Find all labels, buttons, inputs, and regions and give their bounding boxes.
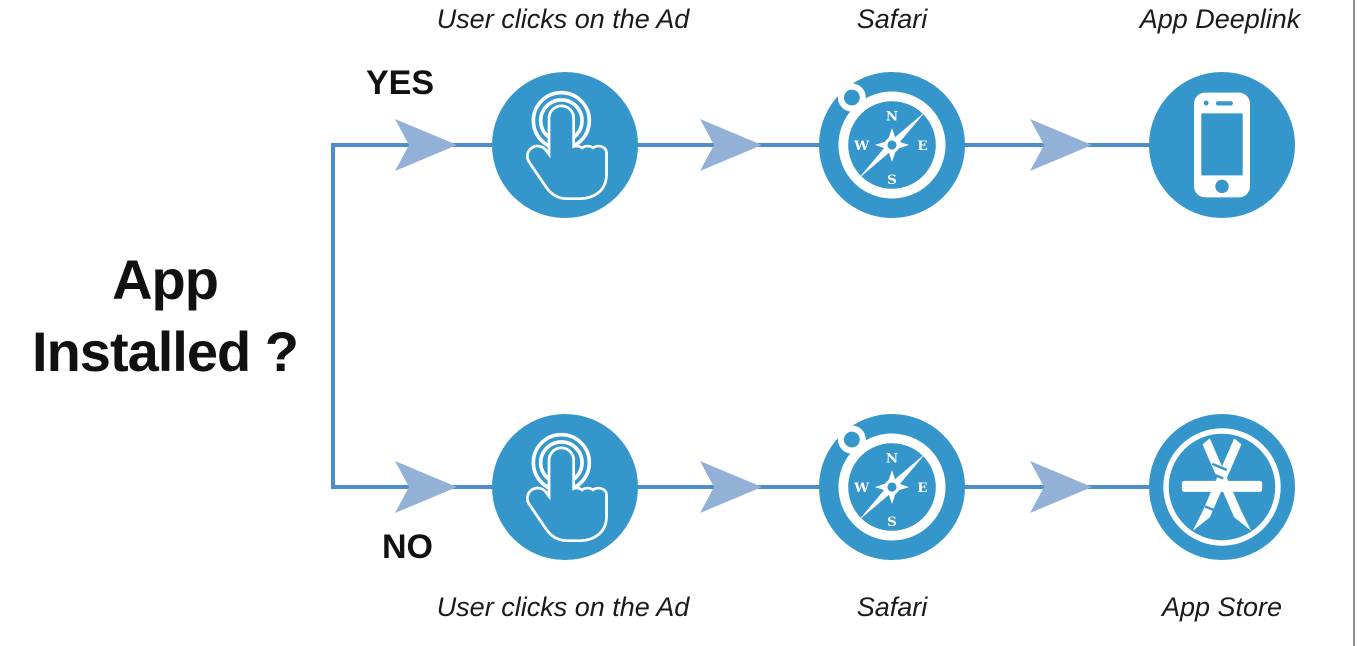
branch-label-yes: YES (366, 64, 435, 102)
svg-text:W: W (853, 480, 870, 496)
arrow-right-icon (1030, 461, 1092, 513)
arrow-right-icon (700, 119, 762, 171)
svg-text:N: N (886, 451, 898, 467)
no-flow-line (331, 485, 1222, 489)
step-label-safari-no: Safari (856, 592, 928, 622)
arrow-right-icon (1030, 119, 1092, 171)
svg-text:N: N (886, 109, 898, 125)
decision-question: App Installed ? (5, 244, 325, 388)
step-label-app-store: App Store (1161, 592, 1283, 622)
frame-right-border (1353, 0, 1355, 646)
safari-compass-icon: N E S W (837, 425, 946, 541)
svg-text:E: E (917, 138, 927, 154)
step-label-user-clicks-yes: User clicks on the Ad (436, 4, 690, 34)
step-label-safari-yes: Safari (856, 4, 928, 34)
safari-compass-icon: N E S W (837, 83, 946, 199)
decision-question-line2: Installed ? (32, 320, 299, 383)
svg-text:S: S (887, 172, 897, 188)
app-store-icon (1163, 428, 1281, 546)
tap-icon (526, 432, 608, 543)
tap-node-no (492, 414, 638, 560)
safari-node-no: N E S W (819, 414, 965, 560)
decision-question-line1: App (112, 248, 219, 311)
branch-vertical-line (331, 143, 335, 489)
yes-flow-line (331, 143, 1222, 147)
deeplink-node (1149, 72, 1295, 218)
svg-text:W: W (853, 138, 870, 154)
step-label-app-deeplink: App Deeplink (1139, 4, 1301, 34)
step-label-user-clicks-no: User clicks on the Ad (436, 592, 690, 622)
arrow-right-icon (700, 461, 762, 513)
tap-node-yes (492, 72, 638, 218)
arrow-right-icon (395, 461, 457, 513)
tap-icon (526, 90, 608, 201)
smartphone-icon (1194, 92, 1250, 198)
arrow-right-icon (395, 119, 457, 171)
svg-text:E: E (917, 480, 927, 496)
branch-label-no: NO (382, 528, 433, 566)
safari-node-yes: N E S W (819, 72, 965, 218)
svg-text:S: S (887, 514, 897, 530)
app-store-node (1149, 414, 1295, 560)
